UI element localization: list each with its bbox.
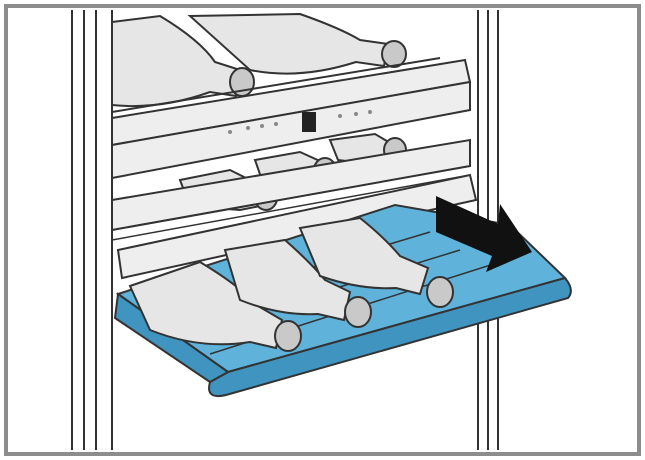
- bottle-neck-low-1: [274, 320, 302, 352]
- pull-out-arrow-icon: [436, 196, 532, 272]
- bottle-neck-top-2: [381, 40, 407, 68]
- bottle-low-1: [128, 260, 284, 350]
- control-panel: [228, 110, 372, 134]
- shelf-front-rail: [208, 276, 572, 398]
- top-shelf: [111, 57, 472, 180]
- middle-shelf: [111, 138, 478, 280]
- bottom-shelf-bottles: [128, 216, 454, 352]
- bottle-low-2: [223, 238, 352, 322]
- bottle-neck-low-3: [426, 276, 454, 308]
- bottle-top-2: [187, 12, 390, 75]
- bottle-low-3: [298, 216, 430, 296]
- temperature-display-icon: [302, 112, 316, 132]
- bottle-neck-low-2: [344, 296, 372, 328]
- top-shelf-bottles: [111, 12, 407, 108]
